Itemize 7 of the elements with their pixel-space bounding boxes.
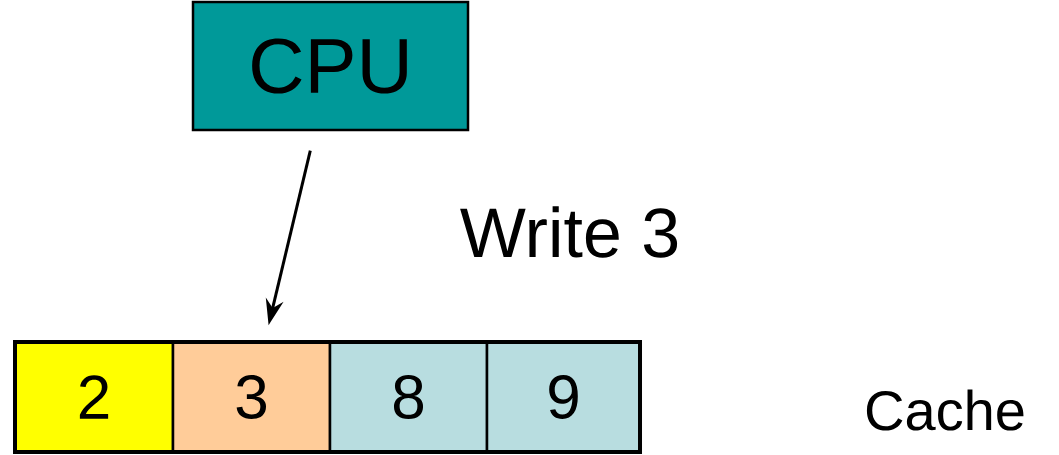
cpu-box: CPU bbox=[191, 0, 470, 132]
cache-cell: 3 bbox=[171, 340, 332, 454]
cache-cell: 2 bbox=[13, 340, 175, 454]
cache-cell: 8 bbox=[328, 340, 489, 454]
cache-cell: 9 bbox=[485, 340, 642, 454]
edge-label: Write 3 bbox=[460, 206, 678, 258]
cache-label: Cache bbox=[866, 389, 1024, 431]
